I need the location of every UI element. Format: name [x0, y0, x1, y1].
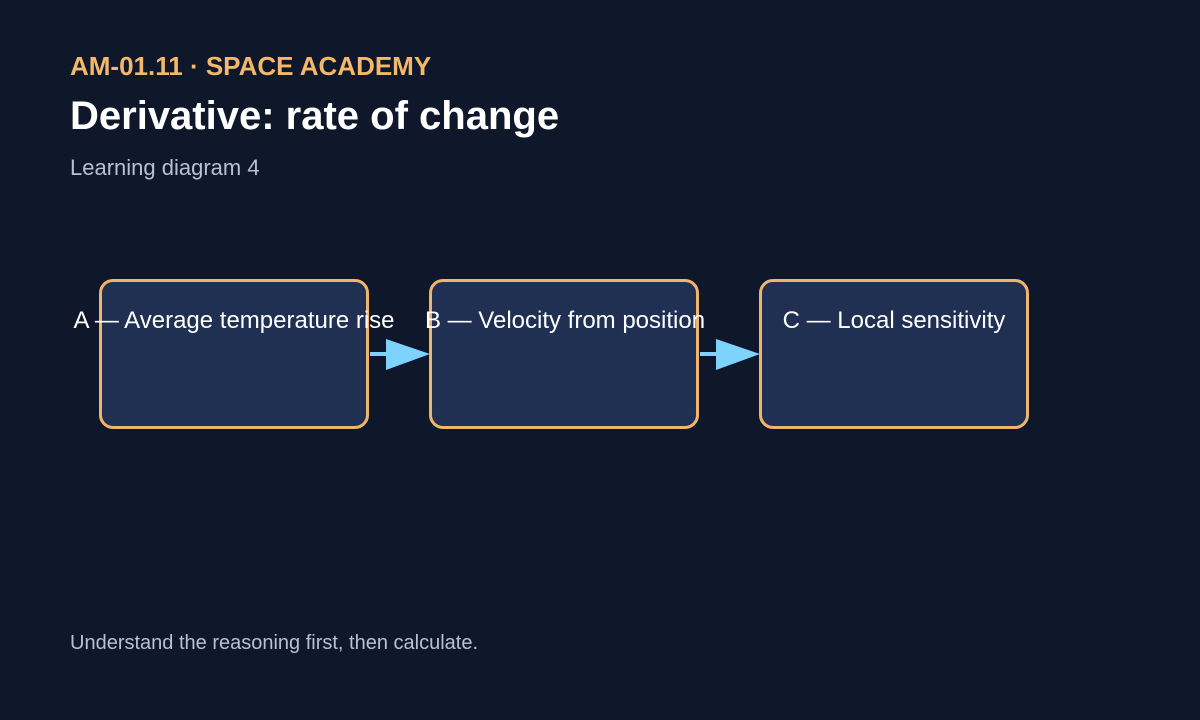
node-b-label: B — Velocity from position — [424, 307, 706, 334]
node-a-label: A — Average temperature rise — [73, 307, 395, 334]
course-kicker: AM-01.11 · SPACE ACADEMY — [70, 51, 432, 81]
page-title: Derivative: rate of change — [70, 94, 560, 138]
arrow-a-to-b — [370, 339, 430, 370]
node-c-box — [759, 279, 1029, 429]
node-a-box — [99, 279, 369, 429]
page-subtitle: Learning diagram 4 — [70, 155, 260, 180]
arrow-b-to-c — [700, 339, 760, 370]
footer-note: Understand the reasoning first, then cal… — [70, 632, 479, 654]
node-c-label: C — Local sensitivity — [782, 307, 1006, 334]
node-b-box — [429, 279, 699, 429]
